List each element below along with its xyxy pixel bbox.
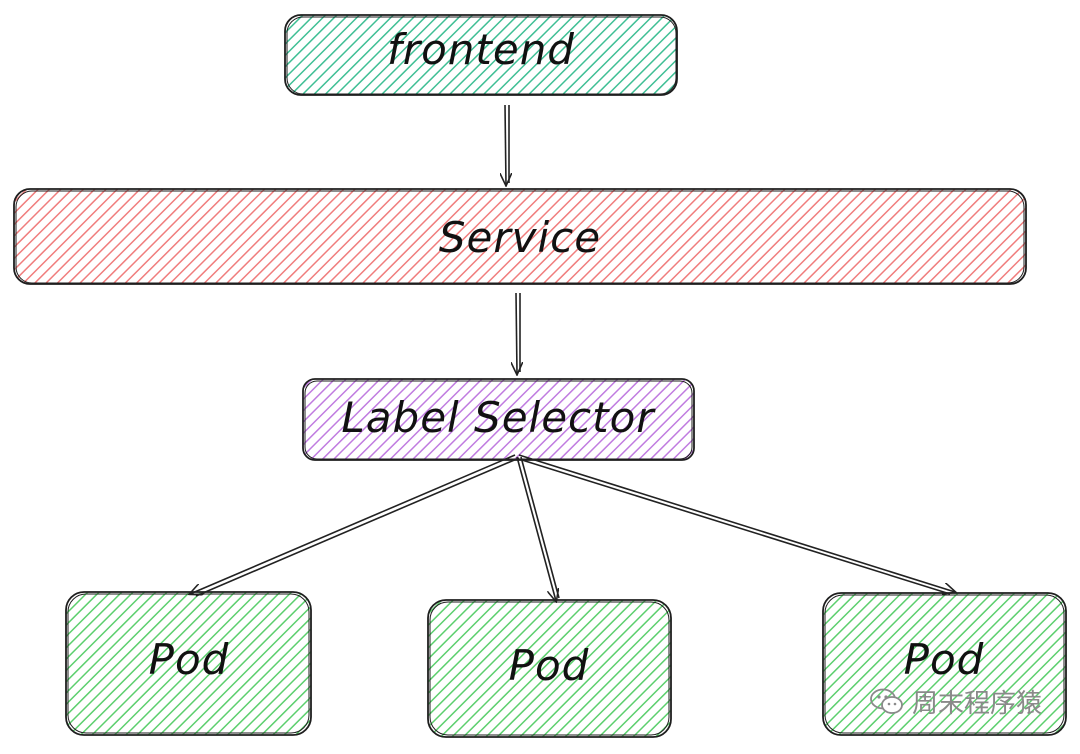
arrow-frontend-to-service (505, 104, 509, 185)
arrow-service-to-selector (516, 292, 520, 374)
pod-node-1: Pod (65, 591, 312, 736)
pod-label-1: Pod (149, 635, 230, 684)
wechat-icon (870, 688, 903, 714)
arrow-selector-to-pod-2 (516, 456, 560, 601)
frontend-node: frontend (284, 14, 678, 96)
service-label: Service (439, 213, 601, 262)
pod-label-3: Pod (904, 635, 985, 684)
pod-node-2: Pod (427, 599, 672, 738)
watermark: 周末程序猿 (870, 683, 1042, 720)
label-selector-label: Label Selector (341, 393, 656, 442)
arrow-selector-to-pod-1 (190, 454, 520, 597)
watermark-text: 周末程序猿 (911, 689, 1042, 719)
label-selector-node: Label Selector (302, 378, 695, 461)
pod-label-2: Pod (509, 641, 590, 690)
service-node: Service (13, 188, 1027, 285)
frontend-label: frontend (387, 25, 575, 74)
arrow-selector-to-pod-3 (518, 454, 955, 594)
